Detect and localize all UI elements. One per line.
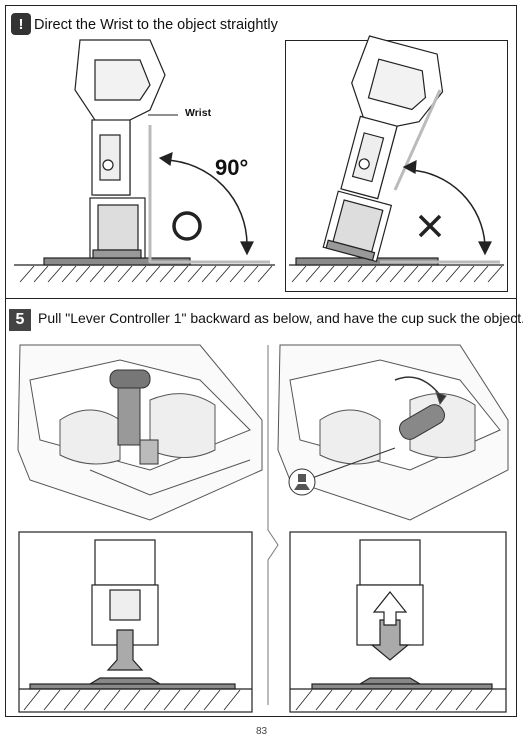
step-separator [267, 345, 279, 705]
wrist-label: Wrist [185, 107, 212, 119]
cup-rest-detail [18, 531, 253, 713]
heading-text: Direct the Wrist to the object straightl… [34, 17, 278, 33]
section-heading: Direct the Wrist to the object straightl… [34, 14, 278, 36]
page-number: 83 [255, 726, 268, 737]
up-arrow-icon [372, 591, 408, 626]
angle-label: 90° [215, 155, 249, 180]
lever-pulled-illustration [277, 344, 509, 521]
step-instruction: Pull "Lever Controller 1" backward as be… [38, 310, 523, 326]
lever-rest-illustration [17, 344, 263, 521]
wrist-tilted-illustration [289, 35, 504, 283]
step-number-badge: 5 [9, 309, 31, 331]
page-frame [5, 5, 517, 717]
cup-suction-detail [289, 531, 507, 713]
wrist-straight-illustration [14, 39, 275, 283]
exclamation-icon: ! [18, 15, 24, 33]
section-divider [5, 298, 517, 299]
warning-badge: ! [11, 13, 31, 35]
